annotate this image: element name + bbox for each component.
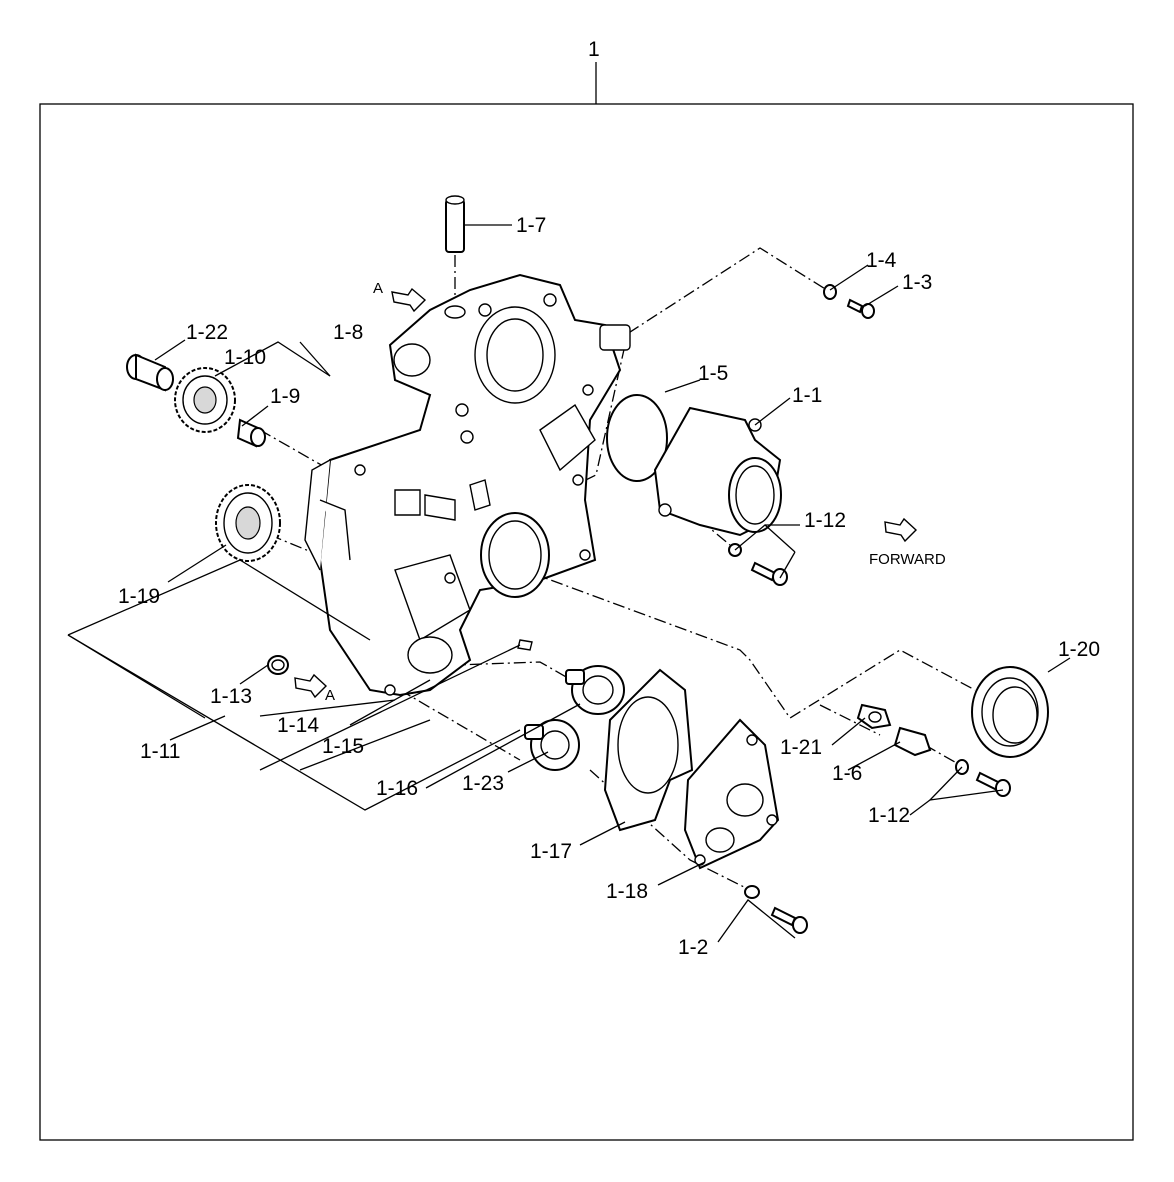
part-1-2-bolt: [770, 906, 808, 934]
part-1-1-water-outlet: [653, 406, 782, 537]
part-1-17-gasket-opening: [617, 696, 679, 794]
callout-1-14: 1-14: [277, 714, 319, 737]
part-1-20-oil-seal: [971, 666, 1049, 758]
callout-1-7: 1-7: [516, 214, 546, 237]
assembly-frame: [39, 103, 1134, 1141]
direction-label: FORWARD: [869, 551, 946, 568]
part-1-13-bushing: [267, 655, 289, 675]
part-1-2-washer: [744, 885, 760, 899]
part-1-6-cover: [893, 726, 932, 757]
callout-1-10: 1-10: [224, 346, 266, 369]
callout-1-6: 1-6: [832, 762, 862, 785]
callout-1-17: 1-17: [530, 840, 572, 863]
callout-1-9: 1-9: [270, 385, 300, 408]
view-label-a-top: A: [373, 280, 383, 297]
callout-1-15: 1-15: [322, 735, 364, 758]
part-1-21-gasket: [856, 703, 892, 730]
timing-case-housing: [304, 273, 631, 697]
callout-1-3: 1-3: [902, 271, 932, 294]
callout-1-16: 1-16: [376, 777, 418, 800]
view-a-arrow-icon: [391, 287, 427, 313]
callout-1-11: 1-11: [140, 740, 180, 763]
callout-1-21: 1-21: [780, 736, 822, 759]
callout-1-5: 1-5: [698, 362, 728, 385]
callout-1-22: 1-22: [186, 321, 228, 344]
callout-1-19: 1-19: [118, 585, 160, 608]
callout-1-12-upper: 1-12: [804, 509, 846, 532]
callout-1: 1: [588, 38, 600, 61]
part-1-10-idler-gear: [174, 367, 236, 433]
part-1-12-bolt-lower: [975, 771, 1011, 797]
callout-1-20: 1-20: [1058, 638, 1100, 661]
callout-1-8: 1-8: [333, 321, 363, 344]
forward-arrow-icon: [884, 517, 918, 543]
callout-1-13: 1-13: [210, 685, 252, 708]
view-label-a-bottom: A: [325, 687, 335, 704]
callout-1-18: 1-18: [606, 880, 648, 903]
part-1-3-bolt: [846, 298, 875, 319]
part-1-23-pump-gear: [524, 719, 580, 771]
view-a-arrow-icon-lower: [294, 673, 328, 699]
part-1-22-pin: [126, 353, 174, 392]
leader-lines: [67, 224, 1071, 943]
part-1-5-o-ring: [606, 394, 668, 482]
part-1-15-dowel: [517, 639, 533, 651]
callout-1-2: 1-2: [678, 936, 708, 959]
part-1-16-pump-gear: [565, 665, 625, 715]
part-1-19-gear: [215, 484, 281, 562]
part-1-7-stud: [444, 195, 466, 319]
callout-1-23: 1-23: [462, 772, 504, 795]
callout-1-4: 1-4: [866, 249, 897, 272]
callout-1-12-lower: 1-12: [868, 804, 910, 827]
part-1-18-pump-cover: [683, 718, 780, 870]
callout-1-1: 1-1: [792, 384, 822, 407]
part-1-9-bushing: [236, 418, 266, 448]
